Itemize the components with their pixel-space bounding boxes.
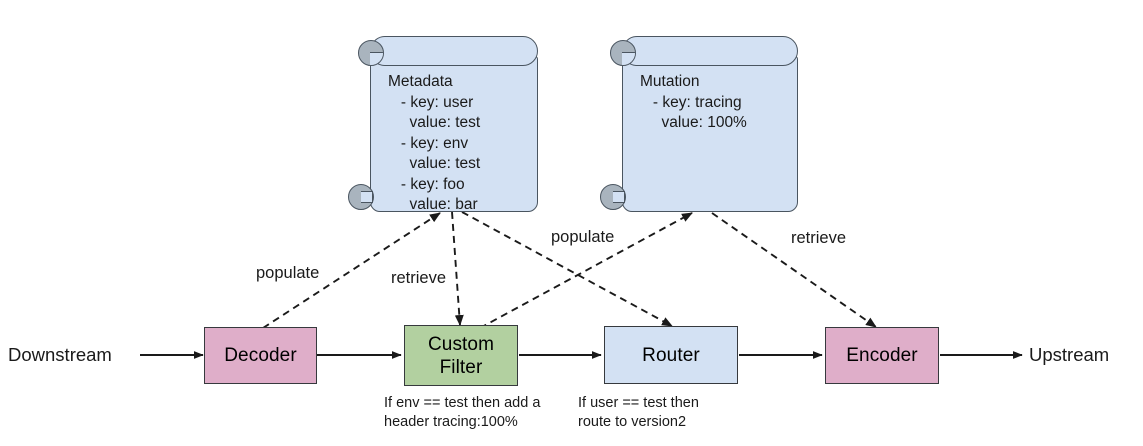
- metadata-scroll-text: Metadata - key: user value: test - key: …: [388, 73, 481, 213]
- metadata-scroll-body: [370, 56, 538, 212]
- upstream-label: Upstream: [1029, 344, 1110, 365]
- metadata-scroll-banner: [370, 36, 538, 66]
- node-custom-filter-label: Custom Filter: [427, 333, 495, 378]
- edge-metadata-retrieve-custom-filter: [451, 211, 464, 326]
- scroll-curl-bottom-icon: [600, 184, 626, 210]
- caption-custom-filter: If env == test then add a header tracing…: [384, 395, 541, 430]
- edge-label-populate-right: populate: [551, 228, 615, 246]
- mutation-scroll: Mutation - key: tracing value: 100%: [600, 36, 798, 212]
- edge-label-populate-left: populate: [256, 264, 320, 282]
- edge-metadata-retrieve-router: [461, 211, 673, 327]
- node-encoder-label: Encoder: [846, 345, 918, 366]
- node-router-label: Router: [642, 344, 700, 366]
- node-decoder-label: Decoder: [224, 345, 297, 366]
- edge-custom-filter-populates-mutation: [479, 212, 693, 329]
- mutation-scroll-banner: [622, 36, 798, 66]
- node-decoder[interactable]: Decoder: [204, 327, 317, 384]
- edge-label-retrieve-left: retrieve: [391, 269, 447, 287]
- node-router[interactable]: Router: [604, 326, 738, 384]
- metadata-scroll: Metadata - key: user value: test - key: …: [348, 36, 538, 213]
- scroll-curl-top-icon: [358, 40, 384, 66]
- node-encoder[interactable]: Encoder: [825, 327, 939, 384]
- edge-label-retrieve-right: retrieve: [791, 229, 847, 247]
- edge-mutation-retrieve-encoder: [711, 212, 877, 328]
- node-custom-filter[interactable]: Custom Filter: [404, 325, 518, 386]
- mutation-scroll-text: Mutation - key: tracing value: 100%: [640, 73, 747, 131]
- scroll-curl-top-icon: [610, 40, 636, 66]
- scroll-curl-bottom-icon: [348, 184, 374, 210]
- caption-router: If user == test then route to version2: [578, 395, 699, 430]
- downstream-label: Downstream: [8, 344, 112, 365]
